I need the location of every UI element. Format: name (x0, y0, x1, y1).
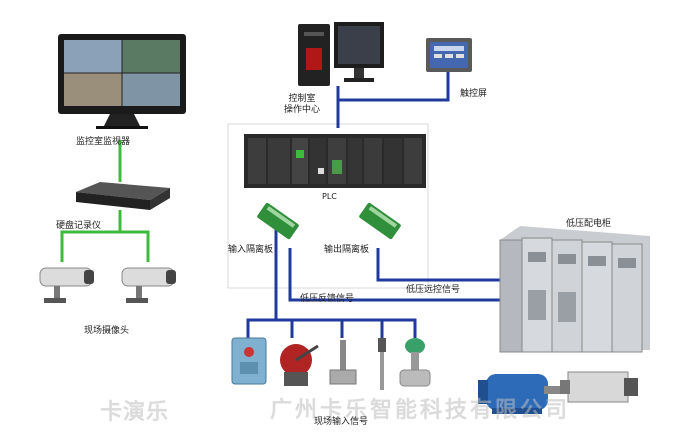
monitor-icon (58, 34, 186, 129)
control-room-label-line1: 控制室 (288, 94, 316, 104)
camera-label: 现场摄像头 (84, 326, 130, 336)
field-level-sensor-icon (329, 340, 357, 385)
output-isolation-board-icon (359, 202, 401, 240)
touch-screen-label: 触控屏 (460, 89, 488, 99)
dvr-icon (76, 182, 170, 210)
plc-enclosure (227, 123, 429, 289)
field-limit-switch-icon (280, 344, 319, 386)
computer-icon (298, 22, 384, 86)
lv-remote-signal-label: 低压远控信号 (406, 285, 461, 295)
camera-icon (39, 267, 176, 303)
touch-screen-icon (426, 38, 472, 72)
monitor-label: 监控室监视器 (76, 137, 131, 147)
input-isolation-board-icon (257, 202, 299, 240)
watermark-brand: 卡演乐 (100, 400, 170, 425)
field-temperature-probe-icon (378, 338, 386, 390)
control-room-label: 控制室 操作中心 (284, 94, 320, 116)
watermark-company: 广州卡乐智能科技有限公司 (270, 398, 571, 423)
low-voltage-cabinet-icon (499, 226, 650, 353)
field-input-signal-label: 现场输入信号 (314, 417, 369, 427)
plc-label: PLC (322, 192, 337, 201)
motor-icon (478, 374, 560, 414)
lv-feedback-signal-label: 低压反馈信号 (300, 294, 355, 304)
control-links (246, 72, 510, 338)
output-isolation-label: 输出隔离板 (324, 245, 370, 255)
watermark-logo: 卡演乐 (100, 394, 169, 426)
control-room-label-line2: 操作中心 (284, 105, 321, 115)
dvr-label: 硬盘记录仪 (56, 221, 102, 231)
actuator-icon (560, 371, 638, 403)
low-voltage-cabinet-label: 低压配电柜 (566, 219, 612, 229)
plc-rack-icon (244, 134, 426, 188)
video-links (60, 140, 150, 262)
field-switch-box-icon (231, 337, 267, 385)
field-flow-meter-icon (399, 338, 431, 387)
input-isolation-label: 输入隔离板 (228, 245, 274, 255)
